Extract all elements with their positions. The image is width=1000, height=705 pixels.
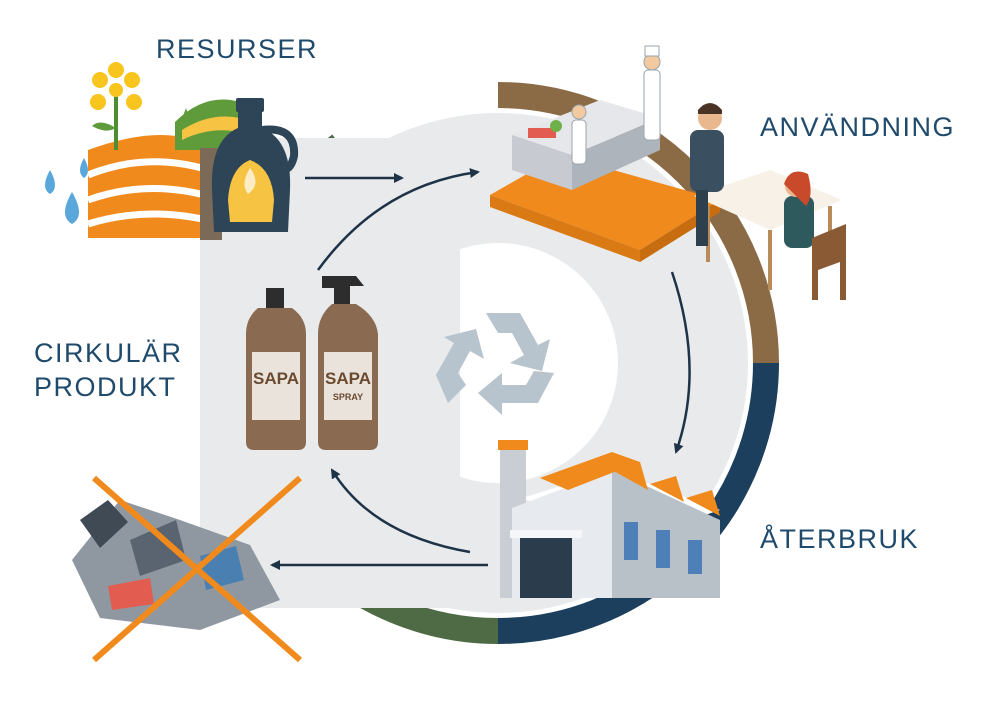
crossed-out-waste-pile-icon bbox=[72, 475, 302, 663]
farm-field-and-oil-jug-icon bbox=[45, 62, 299, 240]
bottle-sapa-spray: SAPA SPRAY bbox=[318, 276, 378, 450]
product-bottles: SAPA SAPA SPRAY bbox=[246, 276, 378, 450]
factory-icon bbox=[498, 440, 720, 598]
oil-jug-icon bbox=[211, 98, 299, 232]
arrow-right-down bbox=[670, 271, 691, 454]
bottle-spray-text: SPRAY bbox=[333, 392, 363, 402]
cross-line-2 bbox=[92, 475, 302, 663]
label-reuse: ÅTERBRUK bbox=[760, 524, 920, 554]
ring-segment-brown bbox=[497, 82, 779, 364]
bottle-brand-text-spray: SAPA bbox=[325, 369, 371, 388]
restaurant-kitchen-icon bbox=[490, 45, 846, 300]
water-drops-icon bbox=[45, 158, 88, 224]
label-usage: ANVÄNDNING bbox=[760, 112, 956, 142]
bottle-sapa: SAPA bbox=[246, 288, 306, 450]
label-circular-line2: PRODUKT bbox=[34, 372, 177, 402]
label-resources: RESURSER bbox=[156, 34, 319, 64]
arrow-bottom-left bbox=[330, 468, 471, 554]
bottle-brand-text: SAPA bbox=[253, 369, 299, 388]
arrow-inner-top bbox=[316, 168, 480, 271]
label-circular-line1: CIRKULÄR bbox=[34, 338, 183, 368]
recycle-icon bbox=[436, 313, 554, 415]
flow-arrows bbox=[270, 168, 691, 570]
